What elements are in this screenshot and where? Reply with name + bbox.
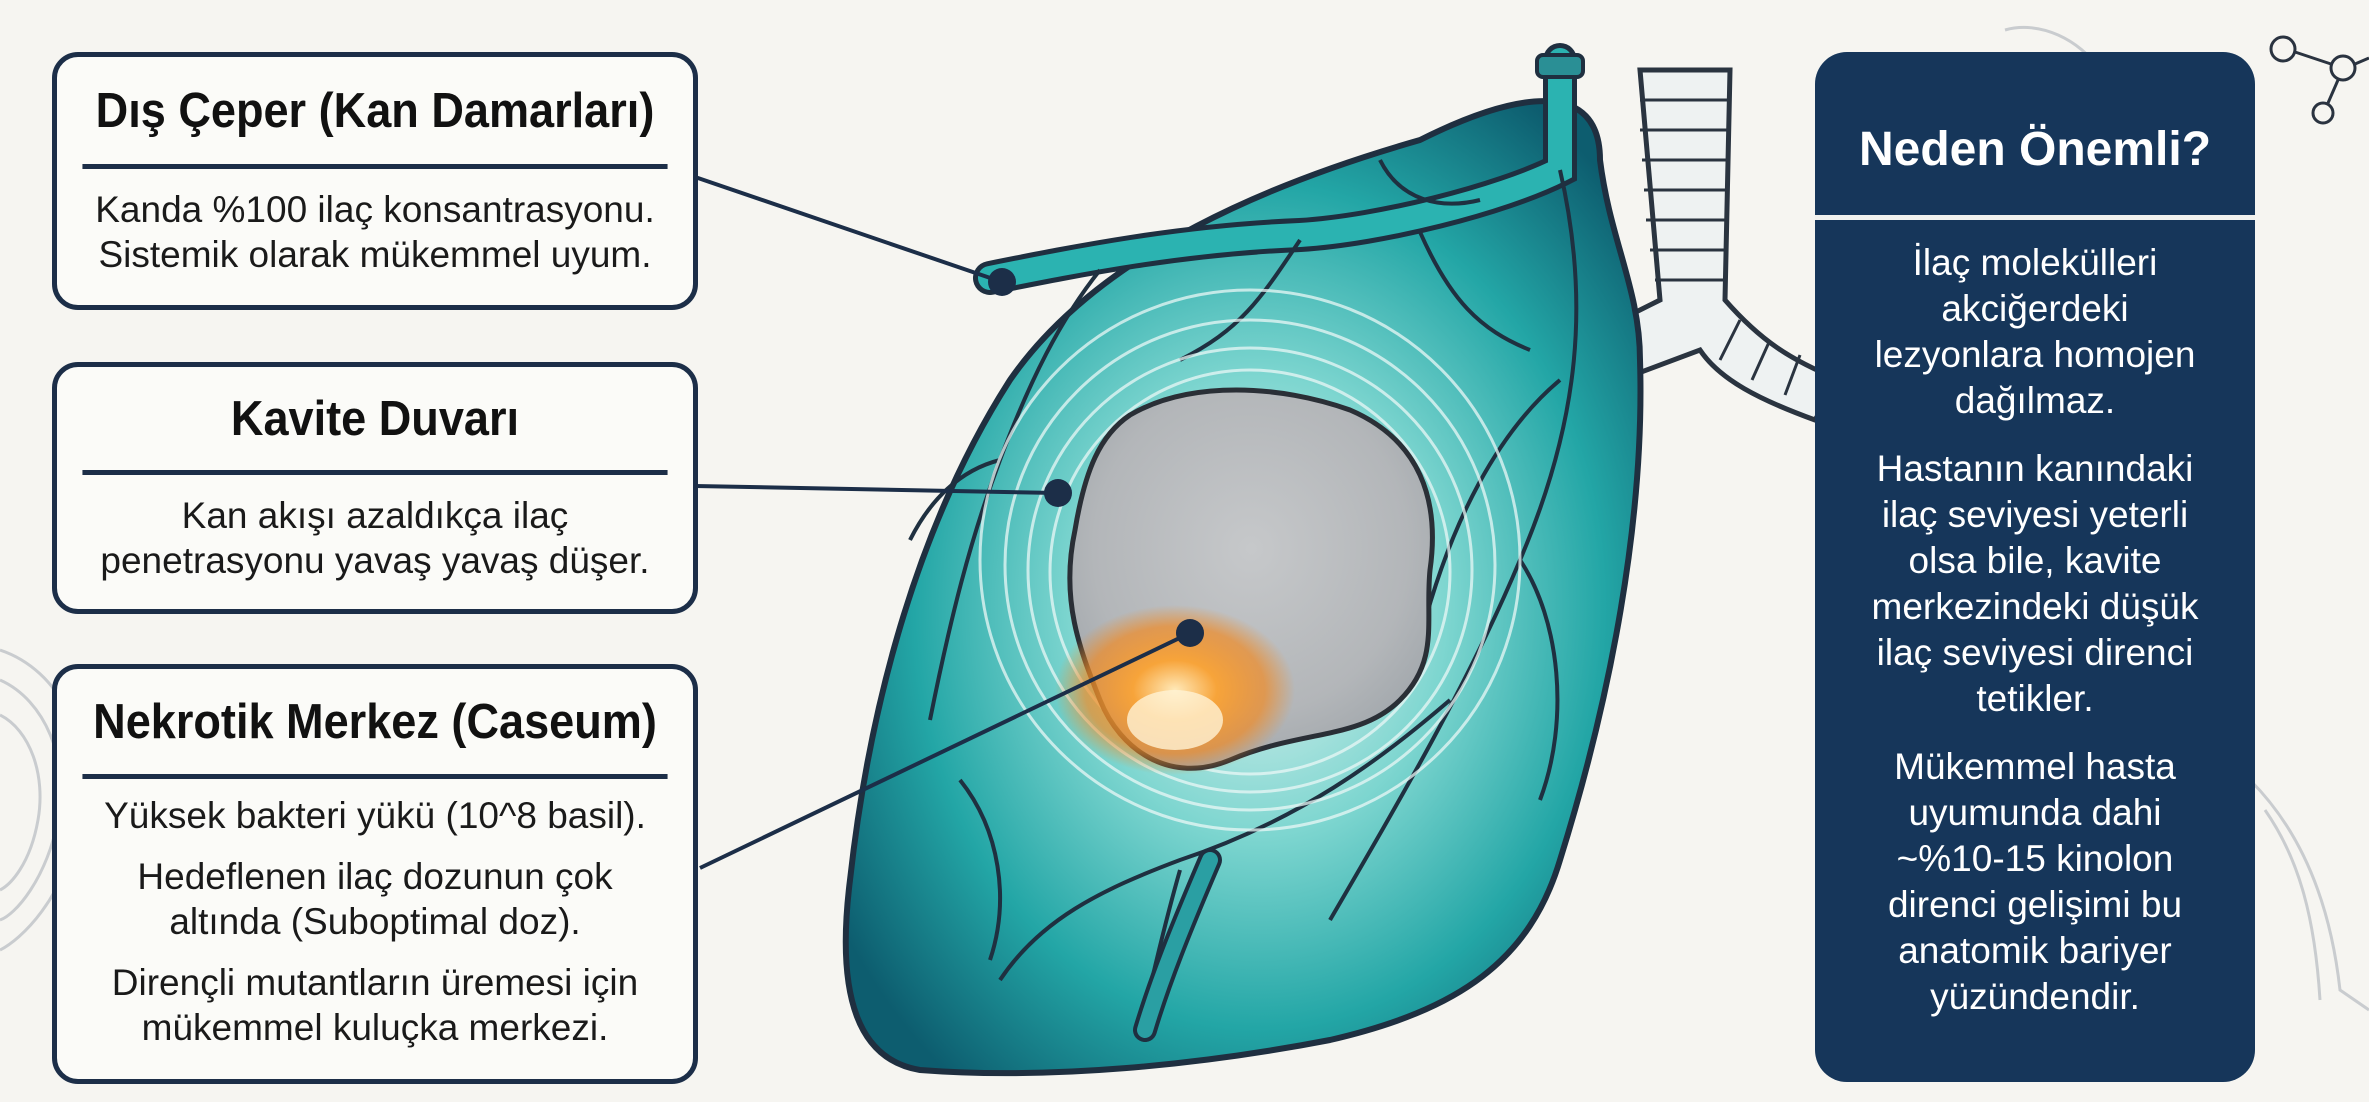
callout-paragraph: Yüksek bakteri yükü (10^8 basil).	[97, 793, 653, 838]
panel-paragraph: Mükemmel hasta uyumunda dahi ~%10-15 kin…	[1825, 744, 2245, 1020]
callout-cavity-wall-body: Kan akışı azaldıkça ilaç penetrasyonu ya…	[57, 475, 693, 583]
callout-necrotic-center-title: Nekrotik Merkez (Caseum)	[82, 669, 667, 779]
callout-necrotic-center-body: Yüksek bakteri yükü (10^8 basil). Hedefl…	[57, 779, 693, 1050]
callout-text-line: Sistemik olarak mükemmel uyum.	[75, 232, 675, 277]
panel-paragraph: İlaç molekülleri akciğerdeki lezyonlara …	[1825, 240, 2245, 424]
callout-outer-wall: Dış Çeper (Kan Damarları) Kanda %100 ila…	[52, 52, 698, 310]
callout-text-line: Kan akışı azaldıkça ilaç	[75, 493, 675, 538]
callout-outer-wall-title: Dış Çeper (Kan Damarları)	[82, 57, 667, 169]
callout-cavity-wall-title: Kavite Duvarı	[82, 367, 667, 475]
callout-text-line: penetrasyonu yavaş yavaş düşer.	[75, 538, 675, 583]
why-important-panel: Neden Önemli? İlaç molekülleri akciğerde…	[1815, 52, 2255, 1082]
callout-cavity-wall: Kavite Duvarı Kan akışı azaldıkça ilaç p…	[52, 362, 698, 614]
panel-body: İlaç molekülleri akciğerdeki lezyonlara …	[1825, 240, 2245, 1042]
molecule-icon	[2271, 37, 2369, 123]
callout-necrotic-center: Nekrotik Merkez (Caseum) Yüksek bakteri …	[52, 664, 698, 1084]
callout-text-line: Kanda %100 ilaç konsantrasyonu.	[75, 187, 675, 232]
panel-title: Neden Önemli?	[1815, 122, 2255, 177]
callout-paragraph: Hedeflenen ilaç dozunun çok altında (Sub…	[97, 854, 653, 944]
panel-divider	[1815, 215, 2255, 220]
callout-paragraph: Dirençli mutantların üremesi için mükemm…	[97, 960, 653, 1050]
panel-paragraph: Hastanın kanındaki ilaç seviyesi yeterli…	[1825, 446, 2245, 722]
callout-outer-wall-body: Kanda %100 ilaç konsantrasyonu. Sistemik…	[57, 169, 693, 277]
